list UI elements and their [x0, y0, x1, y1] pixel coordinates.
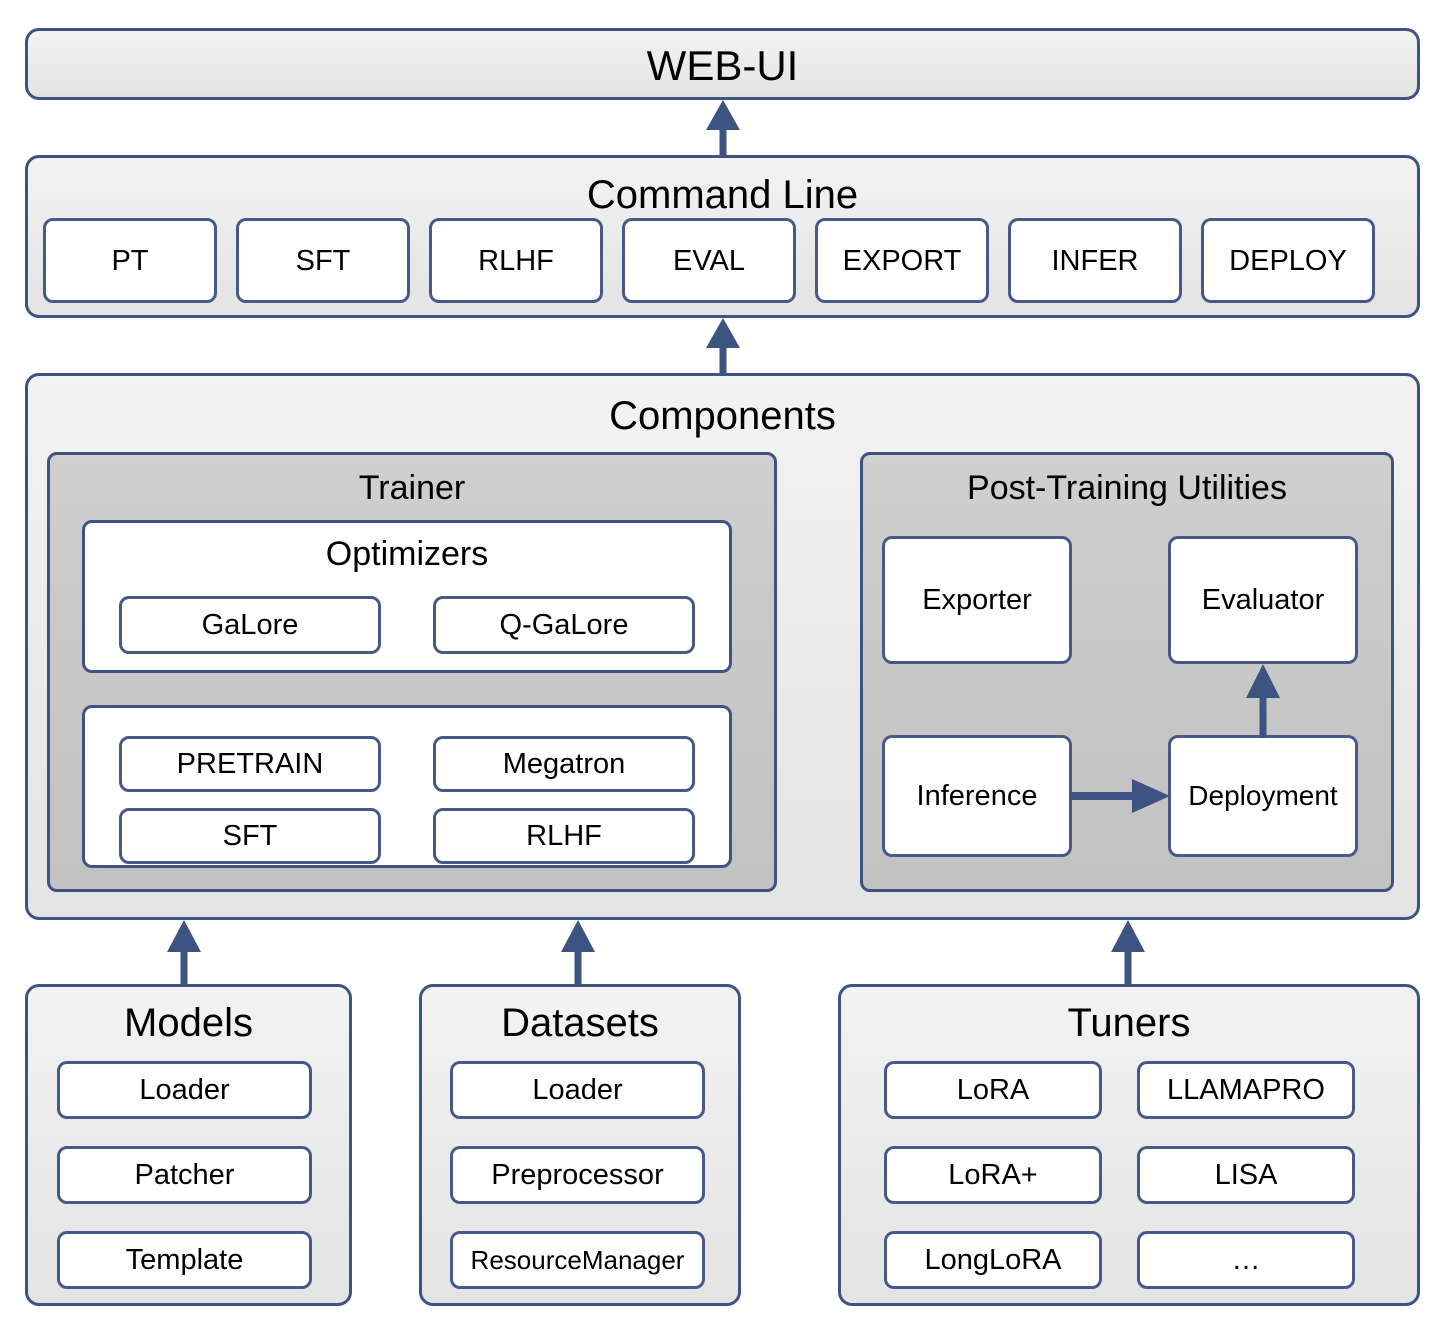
cli-item-sft[interactable]: SFT	[236, 218, 410, 303]
tuners-item-label: LoRA+	[948, 1159, 1038, 1191]
optimizers-title: Optimizers	[325, 535, 489, 573]
cli-item-eval[interactable]: EVAL	[622, 218, 796, 303]
cli-item-label: EXPORT	[842, 244, 962, 277]
models-title: Models	[124, 1001, 253, 1045]
webui-title: WEB-UI	[646, 42, 799, 89]
datasets-item-label: Loader	[532, 1074, 623, 1106]
optimizer-label: Q-GaLore	[499, 609, 629, 641]
datasets-item-label: ResourceManager	[470, 1245, 685, 1275]
cli-item-label: SFT	[295, 244, 351, 277]
tuners-item-label: LISA	[1214, 1159, 1278, 1191]
tuners-item-llamapro[interactable]: LLAMAPRO	[1137, 1061, 1355, 1119]
tuners-item-lora[interactable]: LoRA	[884, 1061, 1102, 1119]
cli-item-label: EVAL	[672, 244, 745, 277]
webui-box: WEB-UI	[25, 28, 1420, 100]
cli-item-label: PT	[111, 244, 149, 277]
datasets-title: Datasets	[501, 1001, 659, 1045]
models-item-label: Template	[125, 1244, 244, 1276]
stage-megatron[interactable]: Megatron	[433, 736, 695, 792]
stage-label: PRETRAIN	[176, 748, 324, 780]
datasets-item-preprocessor[interactable]: Preprocessor	[450, 1146, 705, 1204]
tuners-item-label: …	[1231, 1244, 1261, 1276]
arrow-datasets-to-components	[557, 920, 599, 986]
stage-label: SFT	[222, 820, 278, 852]
arrow-commandline-to-webui	[702, 100, 744, 156]
tuners-item-label: LoRA	[956, 1074, 1030, 1106]
post-training-label: Inference	[916, 780, 1038, 812]
stage-pretrain[interactable]: PRETRAIN	[119, 736, 381, 792]
stage-label: Megatron	[502, 748, 626, 780]
optimizer-q-galore[interactable]: Q-GaLore	[433, 596, 695, 654]
cli-item-deploy[interactable]: DEPLOY	[1201, 218, 1375, 303]
post-training-deployment[interactable]: Deployment	[1168, 735, 1358, 857]
post-training-label: Exporter	[922, 584, 1032, 616]
optimizer-label: GaLore	[201, 609, 299, 641]
tuners-item-lora-plus[interactable]: LoRA+	[884, 1146, 1102, 1204]
stage-sft[interactable]: SFT	[119, 808, 381, 864]
arrow-components-to-commandline	[702, 318, 744, 374]
cli-item-label: RLHF	[478, 244, 554, 277]
tuners-title: Tuners	[1067, 1001, 1191, 1045]
models-item-loader[interactable]: Loader	[57, 1061, 312, 1119]
post-training-evaluator[interactable]: Evaluator	[1168, 536, 1358, 664]
datasets-item-loader[interactable]: Loader	[450, 1061, 705, 1119]
trainer-title: Trainer	[358, 469, 466, 507]
arrow-models-to-components	[163, 920, 205, 986]
post-training-exporter[interactable]: Exporter	[882, 536, 1072, 664]
tuners-item-label: LLAMAPRO	[1167, 1074, 1325, 1106]
tuners-item-lisa[interactable]: LISA	[1137, 1146, 1355, 1204]
datasets-item-label: Preprocessor	[491, 1159, 664, 1191]
models-item-template[interactable]: Template	[57, 1231, 312, 1289]
command-line-title: Command Line	[586, 173, 859, 217]
cli-item-infer[interactable]: INFER	[1008, 218, 1182, 303]
models-item-patcher[interactable]: Patcher	[57, 1146, 312, 1204]
cli-item-label: DEPLOY	[1229, 244, 1347, 277]
tuners-item-more[interactable]: …	[1137, 1231, 1355, 1289]
cli-item-export[interactable]: EXPORT	[815, 218, 989, 303]
components-title: Components	[609, 394, 836, 438]
tuners-item-label: LongLoRA	[924, 1244, 1062, 1276]
stage-rlhf[interactable]: RLHF	[433, 808, 695, 864]
post-training-label: Deployment	[1188, 780, 1338, 811]
arrow-inference-to-deployment	[1070, 776, 1170, 816]
optimizer-galore[interactable]: GaLore	[119, 596, 381, 654]
cli-item-label: INFER	[1051, 244, 1139, 277]
stage-label: RLHF	[526, 820, 602, 852]
models-item-label: Patcher	[134, 1159, 235, 1191]
tuners-item-longlora[interactable]: LongLoRA	[884, 1231, 1102, 1289]
arrow-deployment-to-evaluator	[1242, 664, 1284, 738]
cli-item-rlhf[interactable]: RLHF	[429, 218, 603, 303]
post-training-inference[interactable]: Inference	[882, 735, 1072, 857]
post-training-label: Evaluator	[1201, 584, 1325, 616]
models-item-label: Loader	[139, 1074, 230, 1106]
cli-item-pt[interactable]: PT	[43, 218, 217, 303]
post-training-title: Post-Training Utilities	[967, 469, 1287, 507]
arrow-tuners-to-components	[1107, 920, 1149, 986]
datasets-item-resourcemanager[interactable]: ResourceManager	[450, 1231, 705, 1289]
